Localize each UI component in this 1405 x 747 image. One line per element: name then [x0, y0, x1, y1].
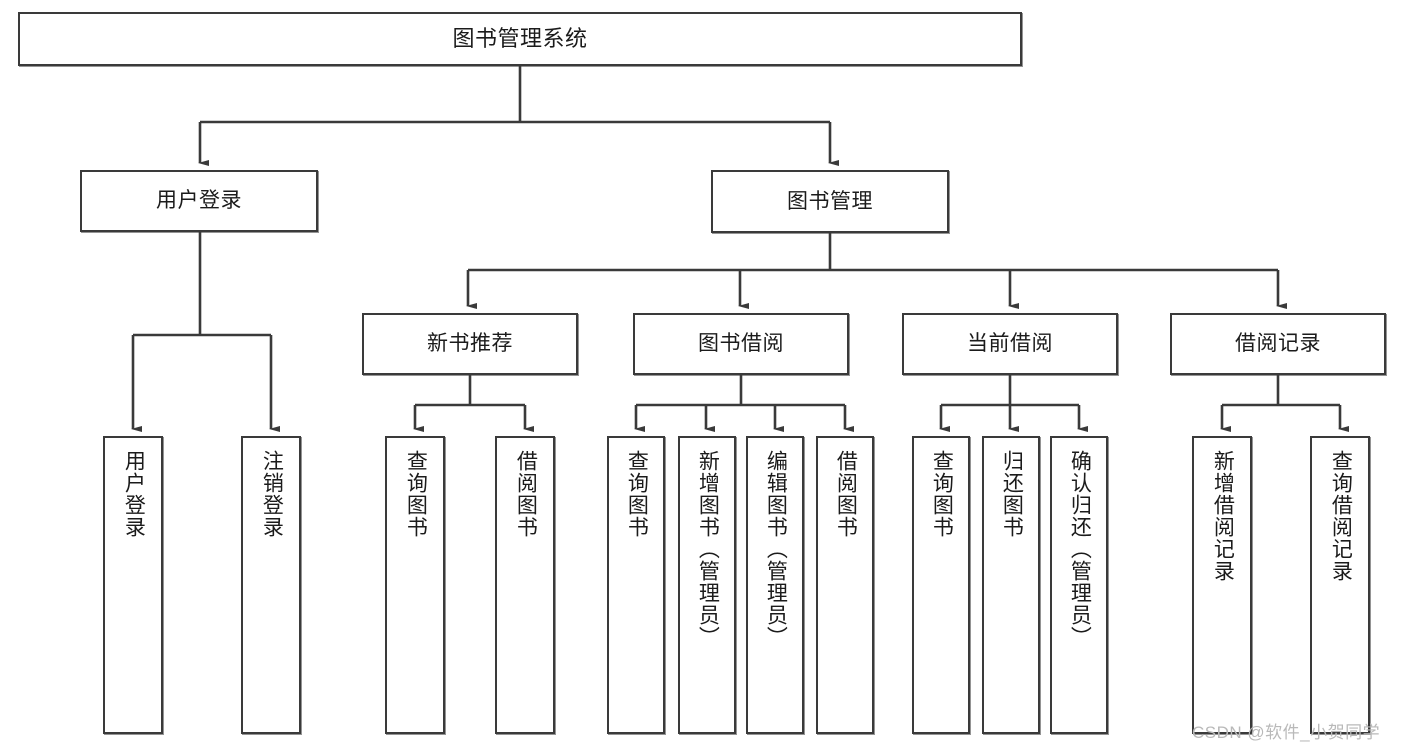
leaf-return-book[interactable]: 归还图书: [982, 436, 1040, 734]
node-label: 查询图书: [930, 450, 954, 538]
node-label: 借阅图书: [514, 450, 538, 538]
node-root-system[interactable]: 图书管理系统: [18, 12, 1022, 66]
leaf-new-book-query[interactable]: 查询图书: [385, 436, 445, 734]
node-label: 图书借阅: [698, 332, 784, 356]
leaf-query-borrow-record[interactable]: 查询借阅记录: [1310, 436, 1370, 734]
node-label: 新增借阅记录: [1211, 450, 1235, 582]
node-label: 注销登录: [260, 450, 284, 538]
node-label: 借阅图书: [834, 450, 858, 538]
leaf-current-query-book[interactable]: 查询图书: [912, 436, 970, 734]
leaf-new-book-borrow[interactable]: 借阅图书: [495, 436, 555, 734]
node-user-login[interactable]: 用户登录: [80, 170, 318, 232]
leaf-add-borrow-record[interactable]: 新增借阅记录: [1192, 436, 1252, 734]
node-label: 当前借阅: [967, 332, 1053, 356]
node-label: 查询图书: [404, 450, 428, 538]
node-label: 查询图书: [625, 450, 649, 538]
node-label: 图书管理: [787, 189, 873, 213]
csdn-watermark: CSDN @软件_小贺同学: [1192, 723, 1381, 742]
node-label: 用户登录: [156, 189, 242, 213]
leaf-confirm-return-admin[interactable]: 确认归还（管理员）: [1050, 436, 1108, 734]
node-label: 用户登录: [122, 450, 146, 538]
node-label: 借阅记录: [1235, 332, 1321, 356]
leaf-user-login[interactable]: 用户登录: [103, 436, 163, 734]
node-new-book-recommend[interactable]: 新书推荐: [362, 313, 578, 375]
leaf-edit-book-admin[interactable]: 编辑图书（管理员）: [746, 436, 804, 734]
leaf-borrow-query-book[interactable]: 查询图书: [607, 436, 665, 734]
node-label: 新增图书（管理员）: [696, 450, 720, 648]
node-label: 图书管理系统: [452, 25, 588, 51]
node-book-management[interactable]: 图书管理: [711, 170, 949, 233]
node-label: 编辑图书（管理员）: [764, 450, 788, 648]
node-book-borrow[interactable]: 图书借阅: [633, 313, 849, 375]
node-label: 查询借阅记录: [1329, 450, 1353, 582]
leaf-add-book-admin[interactable]: 新增图书（管理员）: [678, 436, 736, 734]
leaf-borrow-book[interactable]: 借阅图书: [816, 436, 874, 734]
node-borrow-record[interactable]: 借阅记录: [1170, 313, 1386, 375]
node-current-borrow[interactable]: 当前借阅: [902, 313, 1118, 375]
node-label: 归还图书: [1000, 450, 1024, 538]
node-label: 确认归还（管理员）: [1068, 450, 1092, 648]
leaf-logout[interactable]: 注销登录: [241, 436, 301, 734]
node-label: 新书推荐: [427, 332, 513, 356]
